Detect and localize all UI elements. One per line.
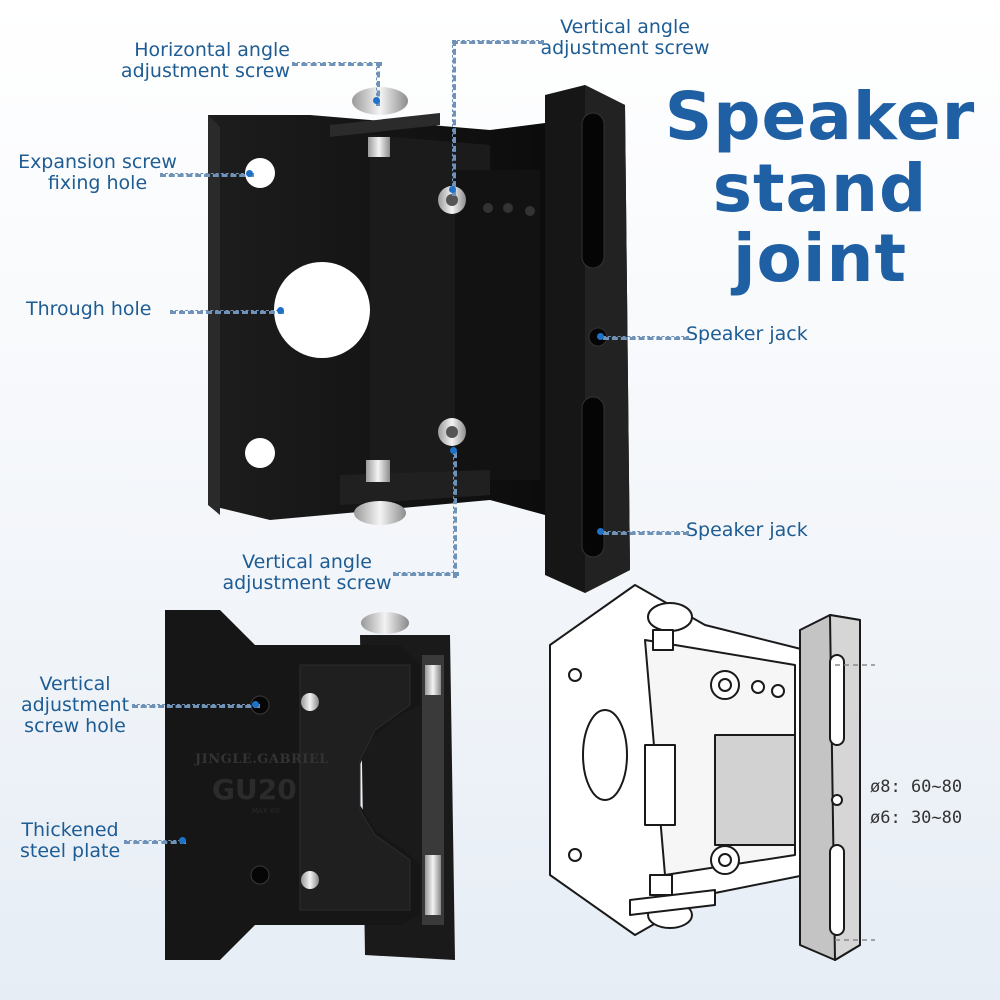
leader-line <box>132 704 260 708</box>
leader-line <box>170 310 284 314</box>
callout-speaker-jack-1: Speaker jack <box>686 323 808 345</box>
title-line-2: stand <box>712 150 928 227</box>
callout-vertical-screw-hole: Vertical adjustment screw hole <box>20 673 130 737</box>
callout-through-hole: Through hole <box>26 298 152 320</box>
bracket-photo-back: JINGLE.GABRIEL GU20 MAX KG <box>165 610 455 960</box>
expansion-hole-bottom <box>245 438 275 468</box>
leader-line <box>393 572 459 576</box>
speaker-slot-top <box>581 112 605 269</box>
leader-line <box>292 62 382 66</box>
speaker-slot-bottom <box>581 396 605 558</box>
leader-line <box>603 531 689 535</box>
bracket-photo-top <box>208 85 630 593</box>
leader-line <box>160 173 254 177</box>
callout-dot <box>252 701 259 708</box>
brand-engraving: JINGLE.GABRIEL <box>194 752 329 767</box>
model-sub-engraving: MAX KG <box>252 807 280 815</box>
horizontal-screw-head <box>352 87 408 115</box>
callout-dot <box>246 170 253 177</box>
leader-line <box>603 336 689 340</box>
expansion-hole-top <box>245 158 275 188</box>
through-hole <box>274 262 370 358</box>
callout-dot <box>277 307 284 314</box>
callout-horizontal-screw: Horizontal angle adjustment screw <box>120 39 290 82</box>
title-line-1: Speaker <box>664 78 976 155</box>
bracket-diagram <box>549 584 875 961</box>
callout-expansion-hole: Expansion screw fixing hole <box>18 151 177 194</box>
leader-line <box>376 62 380 106</box>
callout-dot <box>597 333 604 340</box>
title-line-3: joint <box>732 220 908 297</box>
callout-steel-plate: Thickened steel plate <box>20 819 121 862</box>
callout-dot <box>179 837 186 844</box>
leader-line <box>453 452 457 578</box>
callout-vertical-screw-bottom: Vertical angle adjustment screw <box>222 551 392 594</box>
leader-line <box>452 40 456 196</box>
callout-dot <box>597 528 604 535</box>
dimension-d8: ø8: 60~80 <box>870 777 963 797</box>
leader-line <box>452 40 544 44</box>
dimension-d6: ø6: 30~80 <box>870 808 963 828</box>
model-engraving: GU20 <box>212 773 297 806</box>
callout-dot <box>449 186 456 193</box>
callout-dot <box>373 97 380 104</box>
callout-dot <box>450 447 457 454</box>
callout-vertical-screw-top: Vertical angle adjustment screw <box>540 16 710 59</box>
leader-line <box>124 840 186 844</box>
callout-speaker-jack-2: Speaker jack <box>686 519 808 541</box>
